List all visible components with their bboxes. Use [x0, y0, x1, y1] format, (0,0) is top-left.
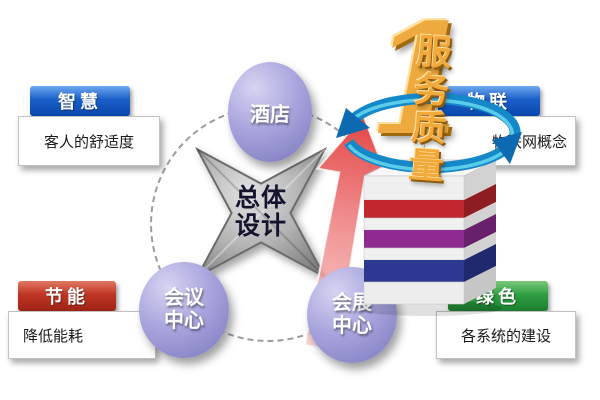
node-conference-center: 会议中心: [139, 262, 229, 358]
callout-energy-title: 节能: [18, 281, 116, 311]
callout-smart-body: 客人的舒适度: [18, 116, 160, 166]
node-hotel-label: 酒店: [250, 103, 290, 126]
callout-energy: 节能 降低能耗: [8, 281, 156, 359]
callout-smart: 智慧 客人的舒适度: [18, 86, 160, 166]
center-star-label: 总体设计: [234, 184, 287, 240]
callout-energy-body: 降低能耗: [8, 311, 156, 359]
callout-green: 绿色 各系统的建设: [436, 281, 576, 359]
callout-smart-title: 智慧: [30, 86, 130, 116]
rotation-arrows-icon: [336, 92, 522, 174]
callout-green-body: 各系统的建设: [436, 311, 576, 359]
node-hotel: 酒店: [228, 62, 312, 162]
number-one-figure: 1: [368, 0, 474, 169]
node-exhibition-label: 会展中心: [332, 292, 372, 337]
node-conference-label: 会议中心: [164, 287, 204, 332]
